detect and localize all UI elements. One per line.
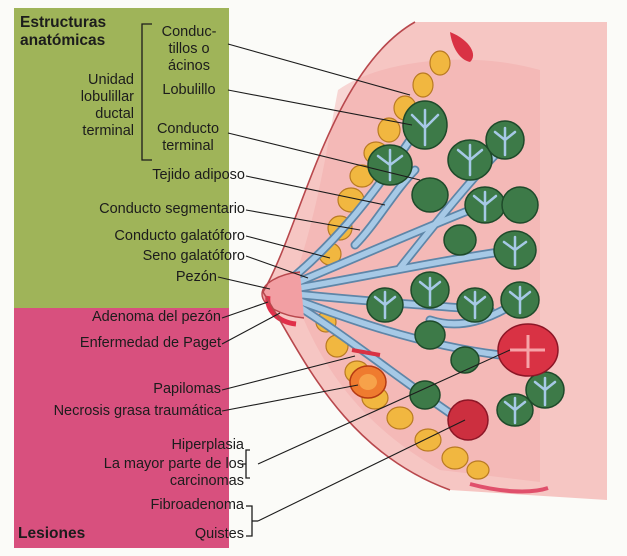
label-conducto-terminal: Conducto terminal [140,121,236,155]
label-fibroadenoma: Fibroadenoma [24,497,244,514]
label-unidad-lobulillar: Unidad lobulillar ductal terminal [42,72,134,140]
label-lobulillo: Lobulillo [150,82,228,99]
label-conducto-segmentario: Conducto segmentario [24,201,245,218]
label-seno-galactoforo: Seno galatóforo [24,248,245,265]
label-quistes: Quistes [24,526,244,543]
label-tejido-adiposo: Tejido adiposo [24,167,245,184]
label-conductillos: Conduc- tillos o ácinos [150,24,228,75]
label-conducto-galactoforo: Conducto galatóforo [24,228,245,245]
label-necrosis: Necrosis grasa traumática [14,403,222,420]
label-papilomas: Papilomas [24,381,221,398]
label-pezon: Pezón [24,269,217,286]
label-hiperplasia: Hiperplasia [24,437,244,454]
label-adenoma: Adenoma del pezón [24,309,221,326]
label-carcinomas: La mayor parte de los carcinomas [60,456,244,490]
label-paget: Enfermedad de Paget [24,335,221,352]
heading-estructuras: Estructuras anatómicas [20,14,140,50]
